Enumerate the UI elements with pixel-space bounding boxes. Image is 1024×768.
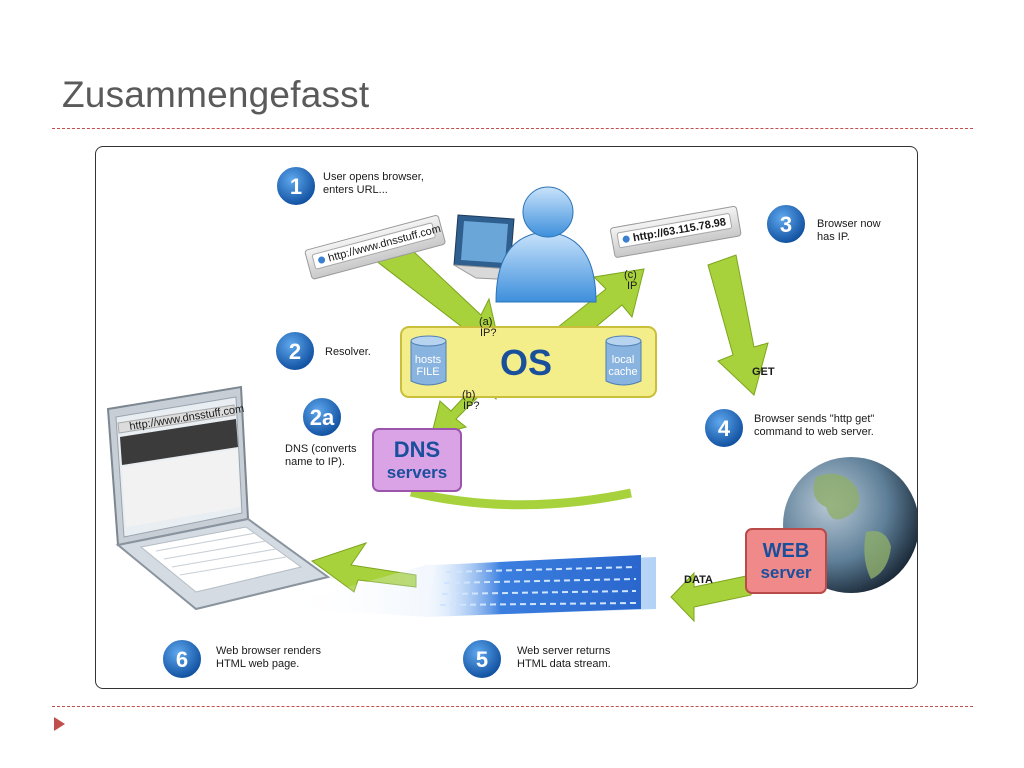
user-laptop-illustration bbox=[453, 186, 597, 303]
step-1-text-line2: enters URL... bbox=[323, 184, 388, 196]
cache-label-line1: local bbox=[612, 354, 635, 366]
step-5-text-line1: Web server returns bbox=[517, 645, 611, 657]
arrow-get bbox=[707, 254, 769, 396]
local-cache-icon: local cache bbox=[605, 335, 642, 386]
arrow-b-label-line2: IP? bbox=[463, 400, 480, 412]
step-2a-text-line1: DNS (converts bbox=[285, 443, 357, 455]
footer-divider bbox=[52, 706, 973, 707]
step-1-number: 1 bbox=[290, 174, 302, 199]
step-4-circle bbox=[703, 407, 745, 449]
slide-title: Zusammengefasst bbox=[62, 74, 370, 115]
os-label: OS bbox=[500, 342, 552, 383]
step-2a-circle bbox=[301, 396, 343, 438]
step-2-circle bbox=[274, 330, 316, 372]
web-server-box bbox=[745, 528, 827, 594]
step-5-number: 5 bbox=[476, 647, 488, 672]
arrow-a-label-line1: (a) bbox=[479, 316, 492, 328]
step-3-text-line1: Browser now bbox=[817, 218, 881, 230]
step-1-circle bbox=[275, 165, 317, 207]
web-label-line2: server bbox=[760, 563, 811, 582]
dns-label-line2: servers bbox=[387, 463, 448, 482]
title-divider bbox=[52, 128, 973, 129]
web-label-line1: WEB bbox=[763, 540, 810, 562]
arrow-c-label-line1: (c) bbox=[624, 269, 637, 281]
arrow-data bbox=[670, 571, 752, 623]
step-5-circle bbox=[461, 638, 503, 680]
data-stream bbox=[276, 555, 656, 617]
step-5-text-line2: HTML data stream. bbox=[517, 658, 611, 670]
step-3-text-line2: has IP. bbox=[817, 231, 850, 243]
step-2a-number: 2a bbox=[310, 405, 335, 430]
url-bar-left: http://www.dnsstuff.com bbox=[304, 215, 446, 280]
step-4-text-line1: Browser sends "http get" bbox=[754, 413, 874, 425]
cache-label-line2: cache bbox=[608, 366, 637, 378]
arrow-dns-return bbox=[409, 487, 632, 510]
dns-diagram-frame: 1 User opens browser, enters URL... 2 Re… bbox=[95, 146, 918, 689]
arrow-a-label-line2: IP? bbox=[480, 327, 497, 339]
step-4-number: 4 bbox=[718, 416, 731, 441]
step-6-text-line2: HTML web page. bbox=[216, 658, 299, 670]
hosts-label-line1: hosts bbox=[415, 354, 442, 366]
step-6-circle bbox=[161, 638, 203, 680]
triangle-bullet-icon bbox=[54, 717, 65, 731]
url-bar-right: http://63.115.78.98 bbox=[610, 206, 742, 258]
arrow-data-label: DATA bbox=[684, 574, 713, 586]
dns-diagram: 1 User opens browser, enters URL... 2 Re… bbox=[106, 165, 917, 680]
dns-servers-box bbox=[372, 428, 462, 492]
step-2-text: Resolver. bbox=[325, 346, 371, 358]
laptop-illustration: http://www.dnsstuff.com bbox=[106, 385, 331, 611]
step-4-text-line2: command to web server. bbox=[754, 426, 874, 438]
dns-label-line1: DNS bbox=[394, 437, 440, 462]
os-box bbox=[400, 326, 657, 398]
step-2-number: 2 bbox=[289, 339, 301, 364]
step-3-circle bbox=[765, 203, 807, 245]
step-1-text-line1: User opens browser, bbox=[323, 171, 424, 183]
step-6-text-line1: Web browser renders bbox=[216, 645, 321, 657]
step-6-number: 6 bbox=[176, 647, 188, 672]
arrow-get-label: GET bbox=[752, 366, 775, 378]
arrow-b-label-line1: (b) bbox=[462, 389, 475, 401]
step-3-number: 3 bbox=[780, 212, 792, 237]
hosts-label-line2: FILE bbox=[416, 366, 439, 378]
step-2a-text-line2: name to IP). bbox=[285, 456, 345, 468]
hosts-file-icon: hosts FILE bbox=[410, 335, 447, 386]
arrow-c-label-line2: IP bbox=[627, 280, 637, 292]
